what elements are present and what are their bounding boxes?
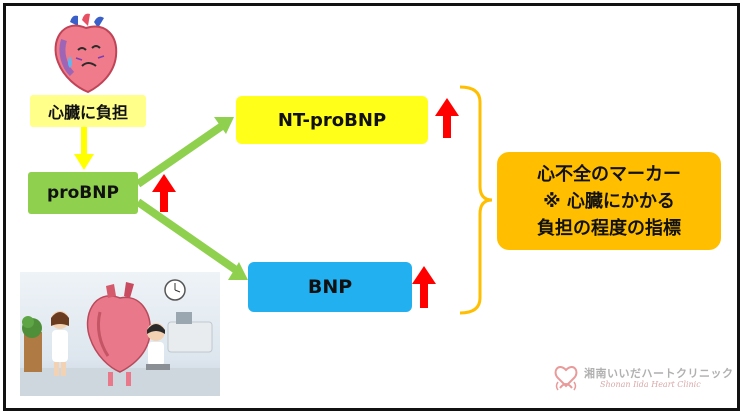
heart-burden-label: 心臓に負担 — [30, 95, 146, 127]
probnp-box: proBNP — [28, 172, 138, 214]
marker-line-3: 負担の程度の指標 — [537, 217, 681, 239]
clinic-logo: 湘南いいだハートクリニック Shonan Iida Heart Clinic — [552, 360, 734, 396]
clinic-name-ja: 湘南いいだハートクリニック — [584, 367, 734, 380]
red-up-arrow-icon — [152, 174, 176, 212]
clinic-logo-icon — [554, 366, 578, 391]
green-arrow-up-shaft — [135, 122, 225, 188]
diagram-frame — [3, 3, 740, 411]
green-arrow-up-head — [214, 117, 234, 134]
red-up-arrow-icon — [435, 98, 459, 138]
sick-heart-icon — [54, 13, 118, 94]
clinic-scene-illustration — [20, 279, 220, 396]
marker-line-1: 心不全のマーカー — [537, 163, 681, 185]
bnp-box: BNP — [248, 262, 412, 312]
green-arrow-down-shaft — [135, 198, 239, 274]
red-up-arrow-icon — [412, 266, 436, 308]
green-arrow-down-head — [228, 262, 248, 280]
yellow-arrow-head — [74, 154, 94, 170]
curly-brace — [459, 85, 493, 315]
nt-probnp-box: NT-proBNP — [236, 96, 428, 144]
clinic-scene-photo — [20, 272, 220, 396]
clinic-name-en: Shonan Iida Heart Clinic — [600, 380, 701, 389]
marker-line-2: ※ 心臓にかかる — [543, 190, 675, 212]
heart-failure-marker-box: 心不全のマーカー ※ 心臓にかかる 負担の程度の指標 — [497, 152, 721, 250]
